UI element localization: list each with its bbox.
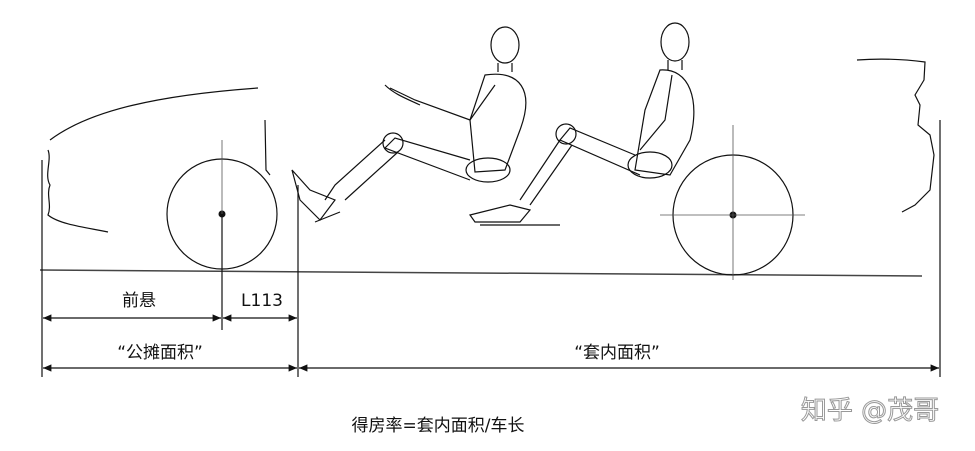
watermark: 知乎 @茂哥 xyxy=(801,396,939,426)
l113-label: L113 xyxy=(241,291,283,311)
dimension-lines xyxy=(41,120,941,377)
ground-line xyxy=(39,269,923,277)
driver-mannequin xyxy=(291,26,527,223)
rear-body-outline xyxy=(856,58,935,213)
front-body-outline xyxy=(47,87,271,233)
interior-area-label: “套内面积” xyxy=(574,343,660,363)
front-overhang-label: 前悬 xyxy=(122,291,156,311)
rear-wheel xyxy=(660,125,805,280)
shared-area-label: “公摊面积” xyxy=(117,343,203,363)
rear-passenger-mannequin xyxy=(468,22,695,226)
formula-label: 得房率=套内面积/车长 xyxy=(352,416,525,436)
